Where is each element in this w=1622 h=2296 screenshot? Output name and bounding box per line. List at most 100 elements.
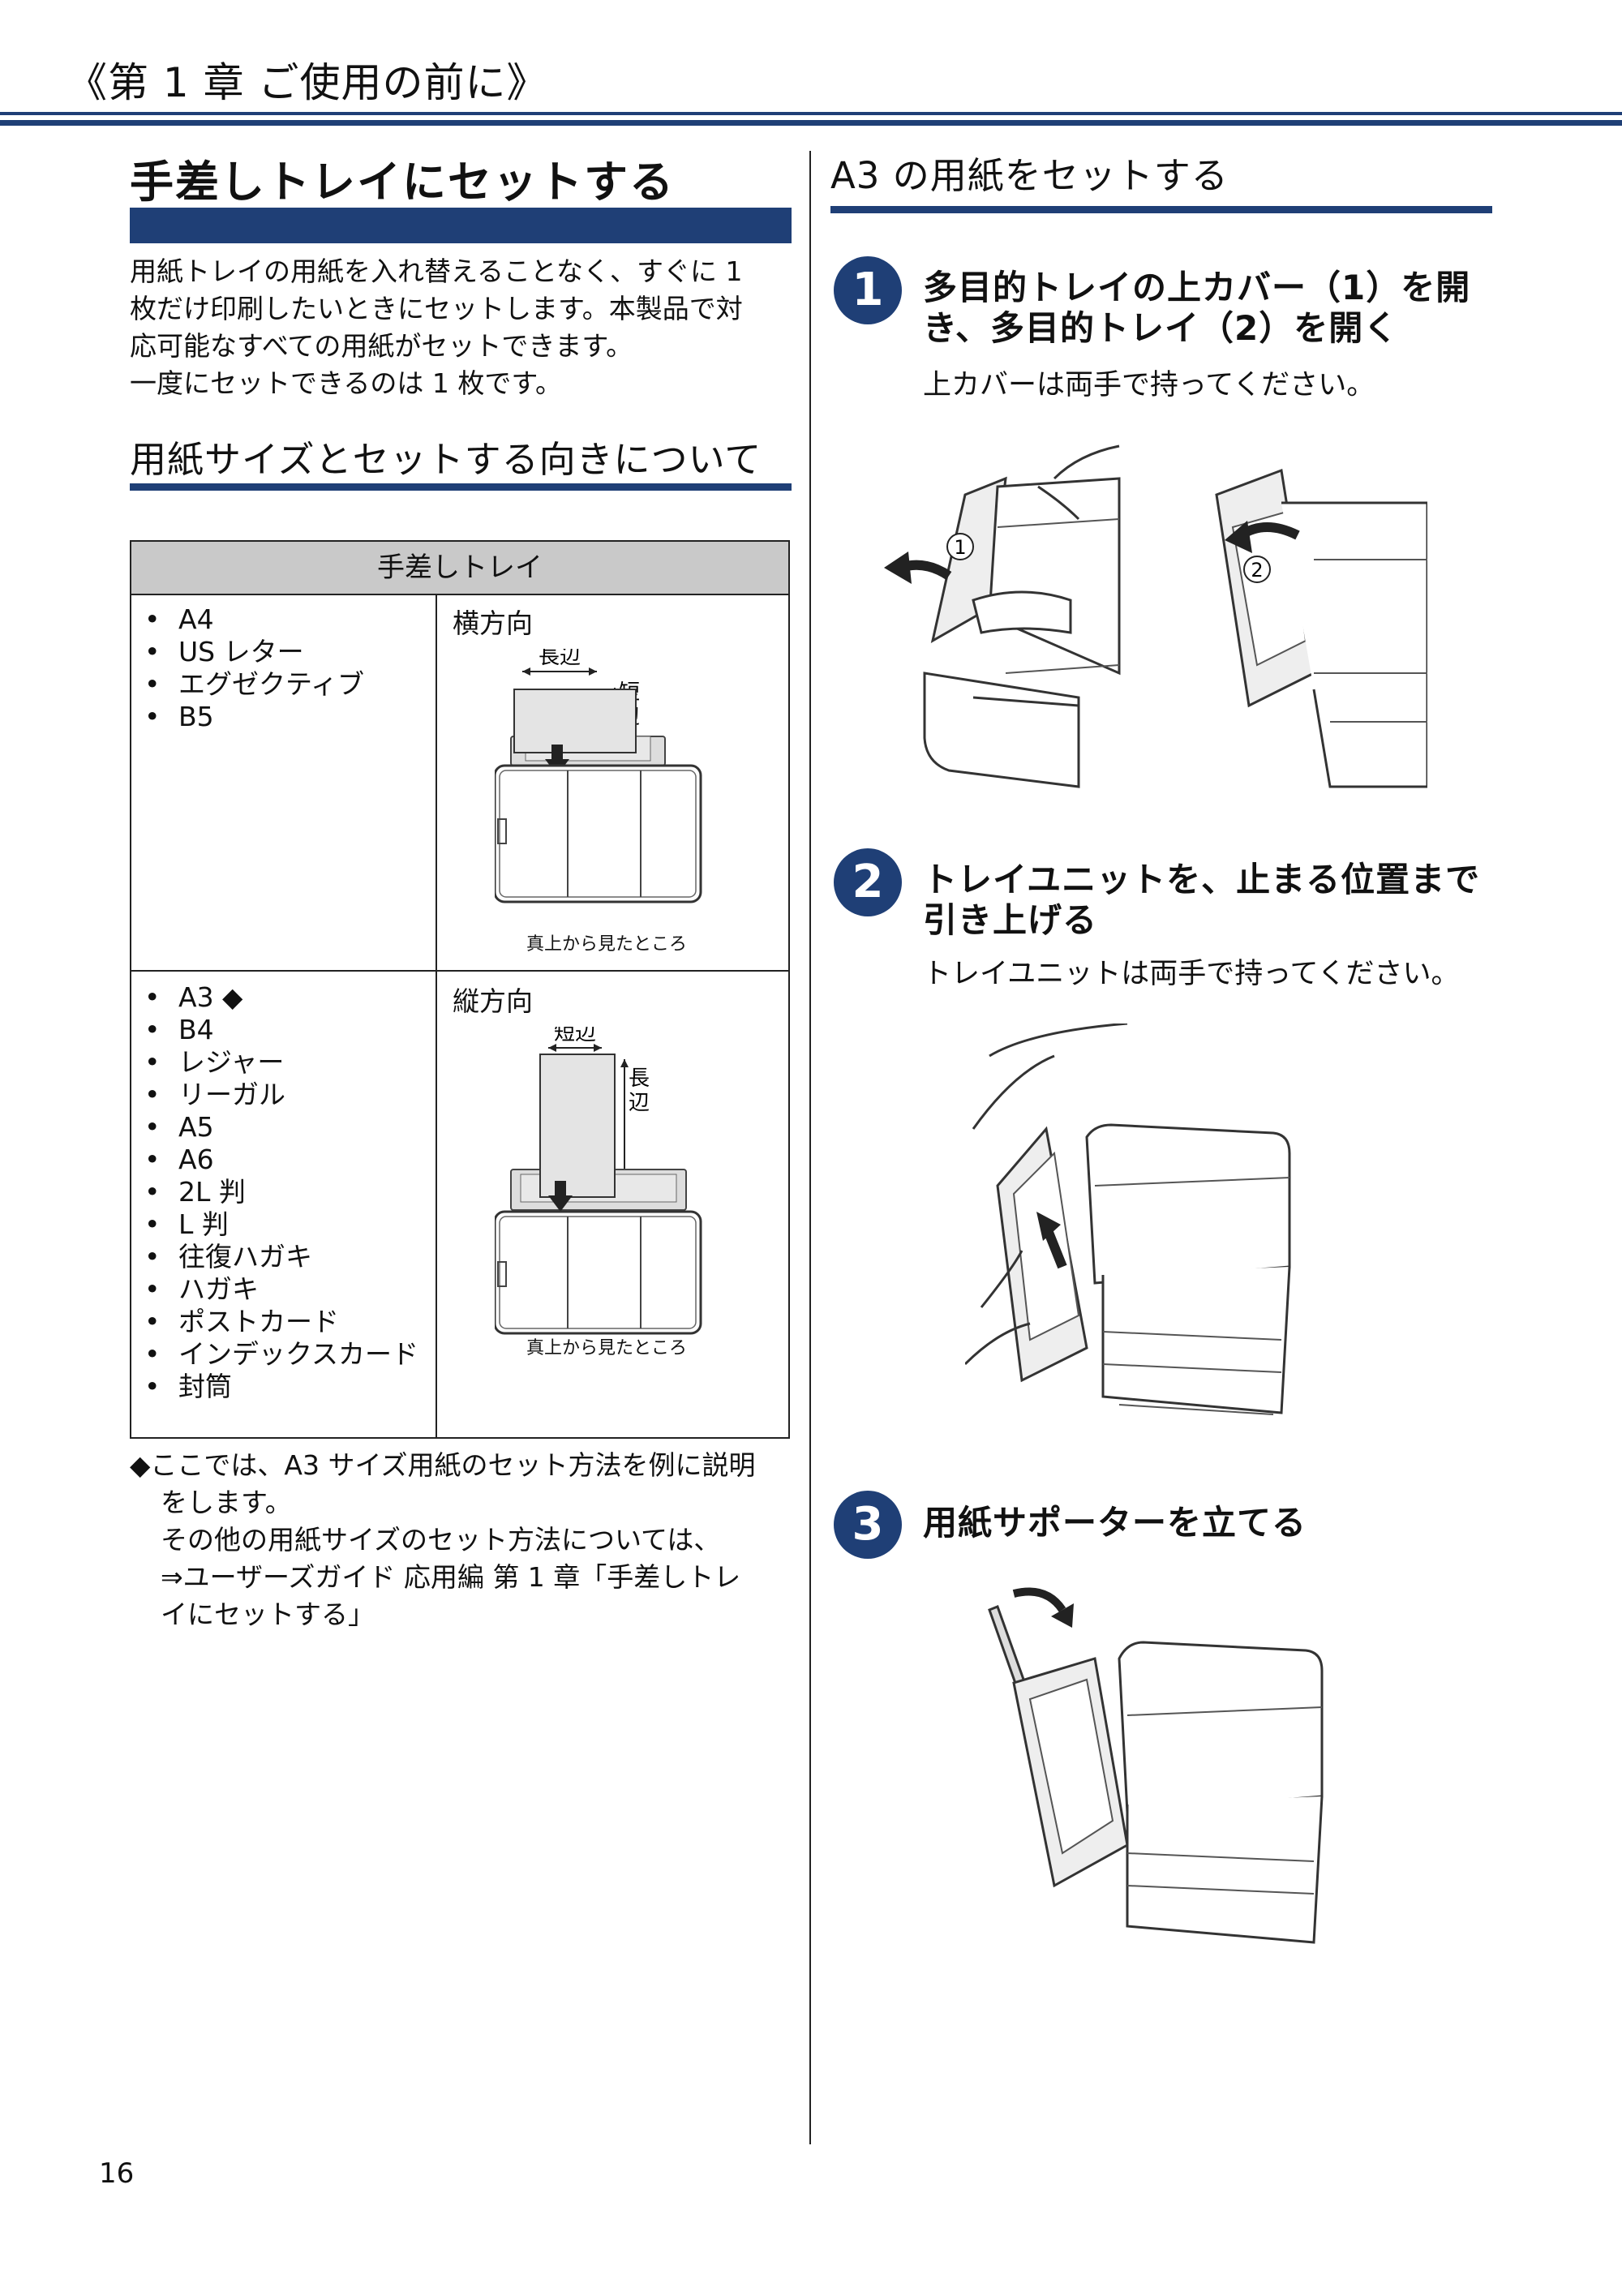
- bullet-icon: •: [144, 701, 161, 732]
- paper-size-label: B5: [178, 701, 214, 732]
- paper-size-label: 封筒: [178, 1371, 232, 1402]
- raise-paper-support-illustration: [988, 1587, 1324, 1944]
- callout-2: 2: [1251, 559, 1263, 582]
- paper-size-item: • ハガキ: [144, 1273, 418, 1306]
- procedure-title: A3 の用紙をセットする: [830, 154, 1229, 197]
- paper-size-label: B4: [178, 1014, 214, 1045]
- paper-size-label: エグゼクティブ: [178, 668, 365, 700]
- paper-size-label: 往復ハガキ: [178, 1241, 312, 1272]
- bullet-icon: •: [144, 981, 161, 1013]
- orientation-label: 横方向: [453, 607, 533, 639]
- bullet-icon: •: [144, 1338, 161, 1370]
- paper-size-item: •往復ハガキ: [144, 1241, 418, 1273]
- bullet-icon: •: [144, 1079, 161, 1110]
- step-number-badge: 3: [834, 1491, 902, 1559]
- step-title: 多目的トレイの上カバー（1）を開 き、多目的トレイ（2）を開く: [923, 268, 1612, 349]
- paper-size-item: • A5: [144, 1111, 418, 1144]
- paper-size-label: インデックスカード: [178, 1338, 419, 1370]
- paper-size-label: L 判: [178, 1208, 229, 1240]
- bullet-icon: •: [144, 1306, 161, 1337]
- paper-size-item: • エグゼクティブ: [144, 668, 364, 701]
- step-title-line: 引き上げる: [923, 900, 1098, 940]
- paper-size-label: レジャー: [178, 1046, 285, 1078]
- bullet-icon: •: [144, 1014, 161, 1045]
- chapter-heading: 《第 1 章 ご使用の前に》: [67, 59, 548, 106]
- step-instruction: 上カバーは両手で持ってください。: [923, 369, 1375, 401]
- header-rule-thin: [0, 112, 1622, 115]
- paper-size-item: • A3 ◆: [144, 981, 418, 1014]
- landscape-feed-diagram: 長辺 短 辺: [495, 649, 702, 903]
- note-paragraph: ◆ここでは、A3 サイズ用紙のセット方法を例に説明 をします。 その他の用紙サイ…: [130, 1447, 799, 1633]
- paper-size-table: 手差しトレイ •A4•US レター•エグゼクティブ•B5 横方向 長辺 短 辺 …: [130, 540, 790, 1439]
- paper-size-label: US レター: [178, 636, 304, 667]
- paper-size-item: • US レター: [144, 636, 364, 668]
- table-header: 手差しトレイ: [131, 542, 788, 595]
- intro-line: 一度にセットできるのは 1 枚です。: [130, 367, 563, 399]
- note-line: ⇒ユーザーズガイド 応用編 第 1 章「手差しトレ: [161, 1561, 741, 1593]
- step-title-line: き、多目的トレイ（2）を開く: [923, 308, 1399, 348]
- diagram-caption: 真上から見たところ: [526, 934, 688, 955]
- bullet-icon: •: [144, 636, 161, 667]
- page-number: 16: [99, 2157, 135, 2190]
- intro-paragraph: 用紙トレイの用紙を入れ替えることなく、すぐに 1 枚だけ印刷したいときにセットし…: [130, 253, 795, 402]
- paper-size-label: A4: [178, 603, 214, 635]
- edge-label-side-1: 長: [629, 1066, 650, 1091]
- bullet-icon: •: [144, 1273, 161, 1305]
- paper-size-item: • リーガル: [144, 1079, 418, 1111]
- paper-size-item: • B5: [144, 701, 364, 733]
- step-number-badge: 1: [834, 256, 902, 324]
- bullet-icon: •: [144, 1046, 161, 1078]
- bullet-icon: •: [144, 603, 161, 635]
- note-line: ◆ここでは、A3 サイズ用紙のセット方法を例に説明: [130, 1449, 756, 1481]
- edge-label-side-2: 辺: [629, 1091, 650, 1115]
- paper-size-item: • L 判: [144, 1208, 418, 1241]
- subsection-title: 用紙サイズとセットする向きについて: [130, 438, 762, 481]
- paper-size-label: A3 ◆: [178, 981, 243, 1013]
- callout-1: 1: [954, 536, 966, 559]
- paper-size-item: • インデックスカード: [144, 1338, 418, 1371]
- bullet-icon: •: [144, 1371, 161, 1402]
- paper-size-item: • 封筒: [144, 1371, 418, 1403]
- paper-size-label: A6: [178, 1144, 214, 1175]
- bullet-icon: •: [144, 1176, 161, 1208]
- intro-line: 枚だけ印刷したいときにセットします。本製品で対: [130, 293, 743, 324]
- orientation-label: 縦方向: [453, 985, 533, 1017]
- paper-size-label: A5: [178, 1111, 214, 1143]
- column-divider: [809, 151, 811, 2144]
- diagram-caption: 真上から見たところ: [526, 1338, 688, 1358]
- paper-size-item: • 2L 判: [144, 1176, 418, 1208]
- subsection-title-bar: [130, 483, 792, 491]
- header-rule-thick: [0, 120, 1622, 126]
- paper-size-list: •A3 ◆•B4•レジャー•リーガル•A5•A6•2L 判•L 判•往復ハガキ•…: [144, 981, 418, 1403]
- step-title-line: 多目的トレイの上カバー（1）を開: [923, 268, 1471, 307]
- paper-size-label: 2L 判: [178, 1176, 246, 1208]
- section-title: 手差しトレイにセットする: [130, 157, 675, 208]
- step-title-line: トレイユニットを、止まる位置まで: [923, 860, 1481, 899]
- edge-label-top: 長辺: [539, 649, 581, 669]
- note-line: をします。: [161, 1487, 292, 1518]
- portrait-feed-diagram: 短辺 長 辺: [495, 1027, 702, 1335]
- procedure-title-bar: [830, 206, 1492, 213]
- bullet-icon: •: [144, 668, 161, 700]
- paper-size-label: リーガル: [178, 1079, 285, 1110]
- bullet-icon: •: [144, 1144, 161, 1175]
- bullet-icon: •: [144, 1208, 161, 1240]
- paper-size-label: ポストカード: [178, 1306, 339, 1337]
- paper-size-item: • ポストカード: [144, 1306, 418, 1338]
- bullet-icon: •: [144, 1111, 161, 1143]
- paper-size-item: • B4: [144, 1014, 418, 1046]
- step-title: 用紙サポーターを立てる: [923, 1503, 1612, 1543]
- step-title: トレイユニットを、止まる位置まで 引き上げる: [923, 860, 1612, 941]
- step-instruction: トレイユニットは両手で持ってください。: [923, 958, 1460, 990]
- paper-size-item: • A4: [144, 603, 364, 636]
- intro-line: 用紙トレイの用紙を入れ替えることなく、すぐに 1: [130, 255, 743, 287]
- paper-size-item: • レジャー: [144, 1046, 418, 1079]
- intro-line: 応可能なすべての用紙がセットできます。: [130, 330, 633, 362]
- paper-size-list: • A4 • US レター • エグゼクティブ • B5: [144, 603, 364, 733]
- paper-size-label: ハガキ: [178, 1273, 259, 1305]
- edge-label-top: 短辺: [554, 1027, 596, 1045]
- paper-size-item: • A6: [144, 1144, 418, 1176]
- note-line: イにセットする」: [161, 1599, 375, 1630]
- table-column-divider: [436, 595, 437, 1439]
- lift-tray-unit-illustration: [965, 1024, 1291, 1415]
